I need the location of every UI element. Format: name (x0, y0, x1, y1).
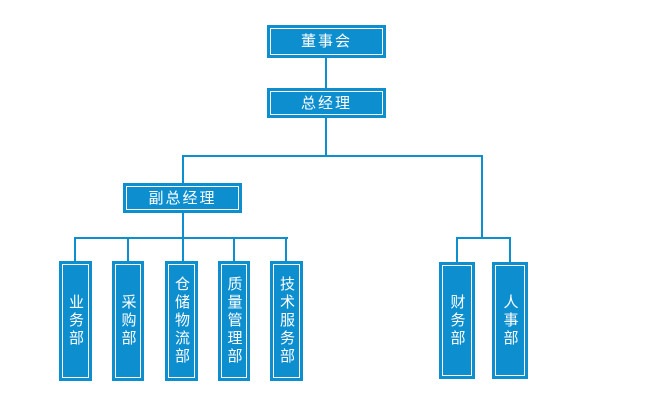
connector-main-rail (182, 155, 483, 157)
connector-drop-technical (285, 237, 287, 262)
connector-drop-finance (456, 237, 458, 263)
node-hr-dept: 人事部 (492, 262, 528, 379)
connector-drop-quality (233, 237, 235, 262)
connector-drop-hr (509, 237, 511, 263)
node-board: 董事会 (267, 25, 386, 58)
connector-rail-deputy-gm (182, 155, 184, 185)
node-business-dept: 业务部 (59, 261, 92, 381)
connector-rail-right (481, 155, 483, 239)
node-technical-service-dept: 技术服务部 (270, 261, 303, 381)
connector-right-rail (456, 237, 511, 239)
node-general-manager: 总经理 (267, 88, 386, 118)
connector-dept-rail (74, 237, 288, 239)
connector-drop-business (74, 237, 76, 262)
node-quality-management-dept: 质量管理部 (218, 261, 250, 381)
node-warehouse-logistics-dept: 仓储物流部 (165, 261, 198, 381)
node-finance-dept: 财务部 (439, 262, 475, 379)
connector-drop-purchasing (127, 237, 129, 262)
node-deputy-general-manager: 副总经理 (123, 183, 242, 213)
node-purchasing-dept: 采购部 (112, 261, 144, 381)
connector-board-gm (325, 57, 327, 89)
connector-gm-rail (325, 117, 327, 157)
